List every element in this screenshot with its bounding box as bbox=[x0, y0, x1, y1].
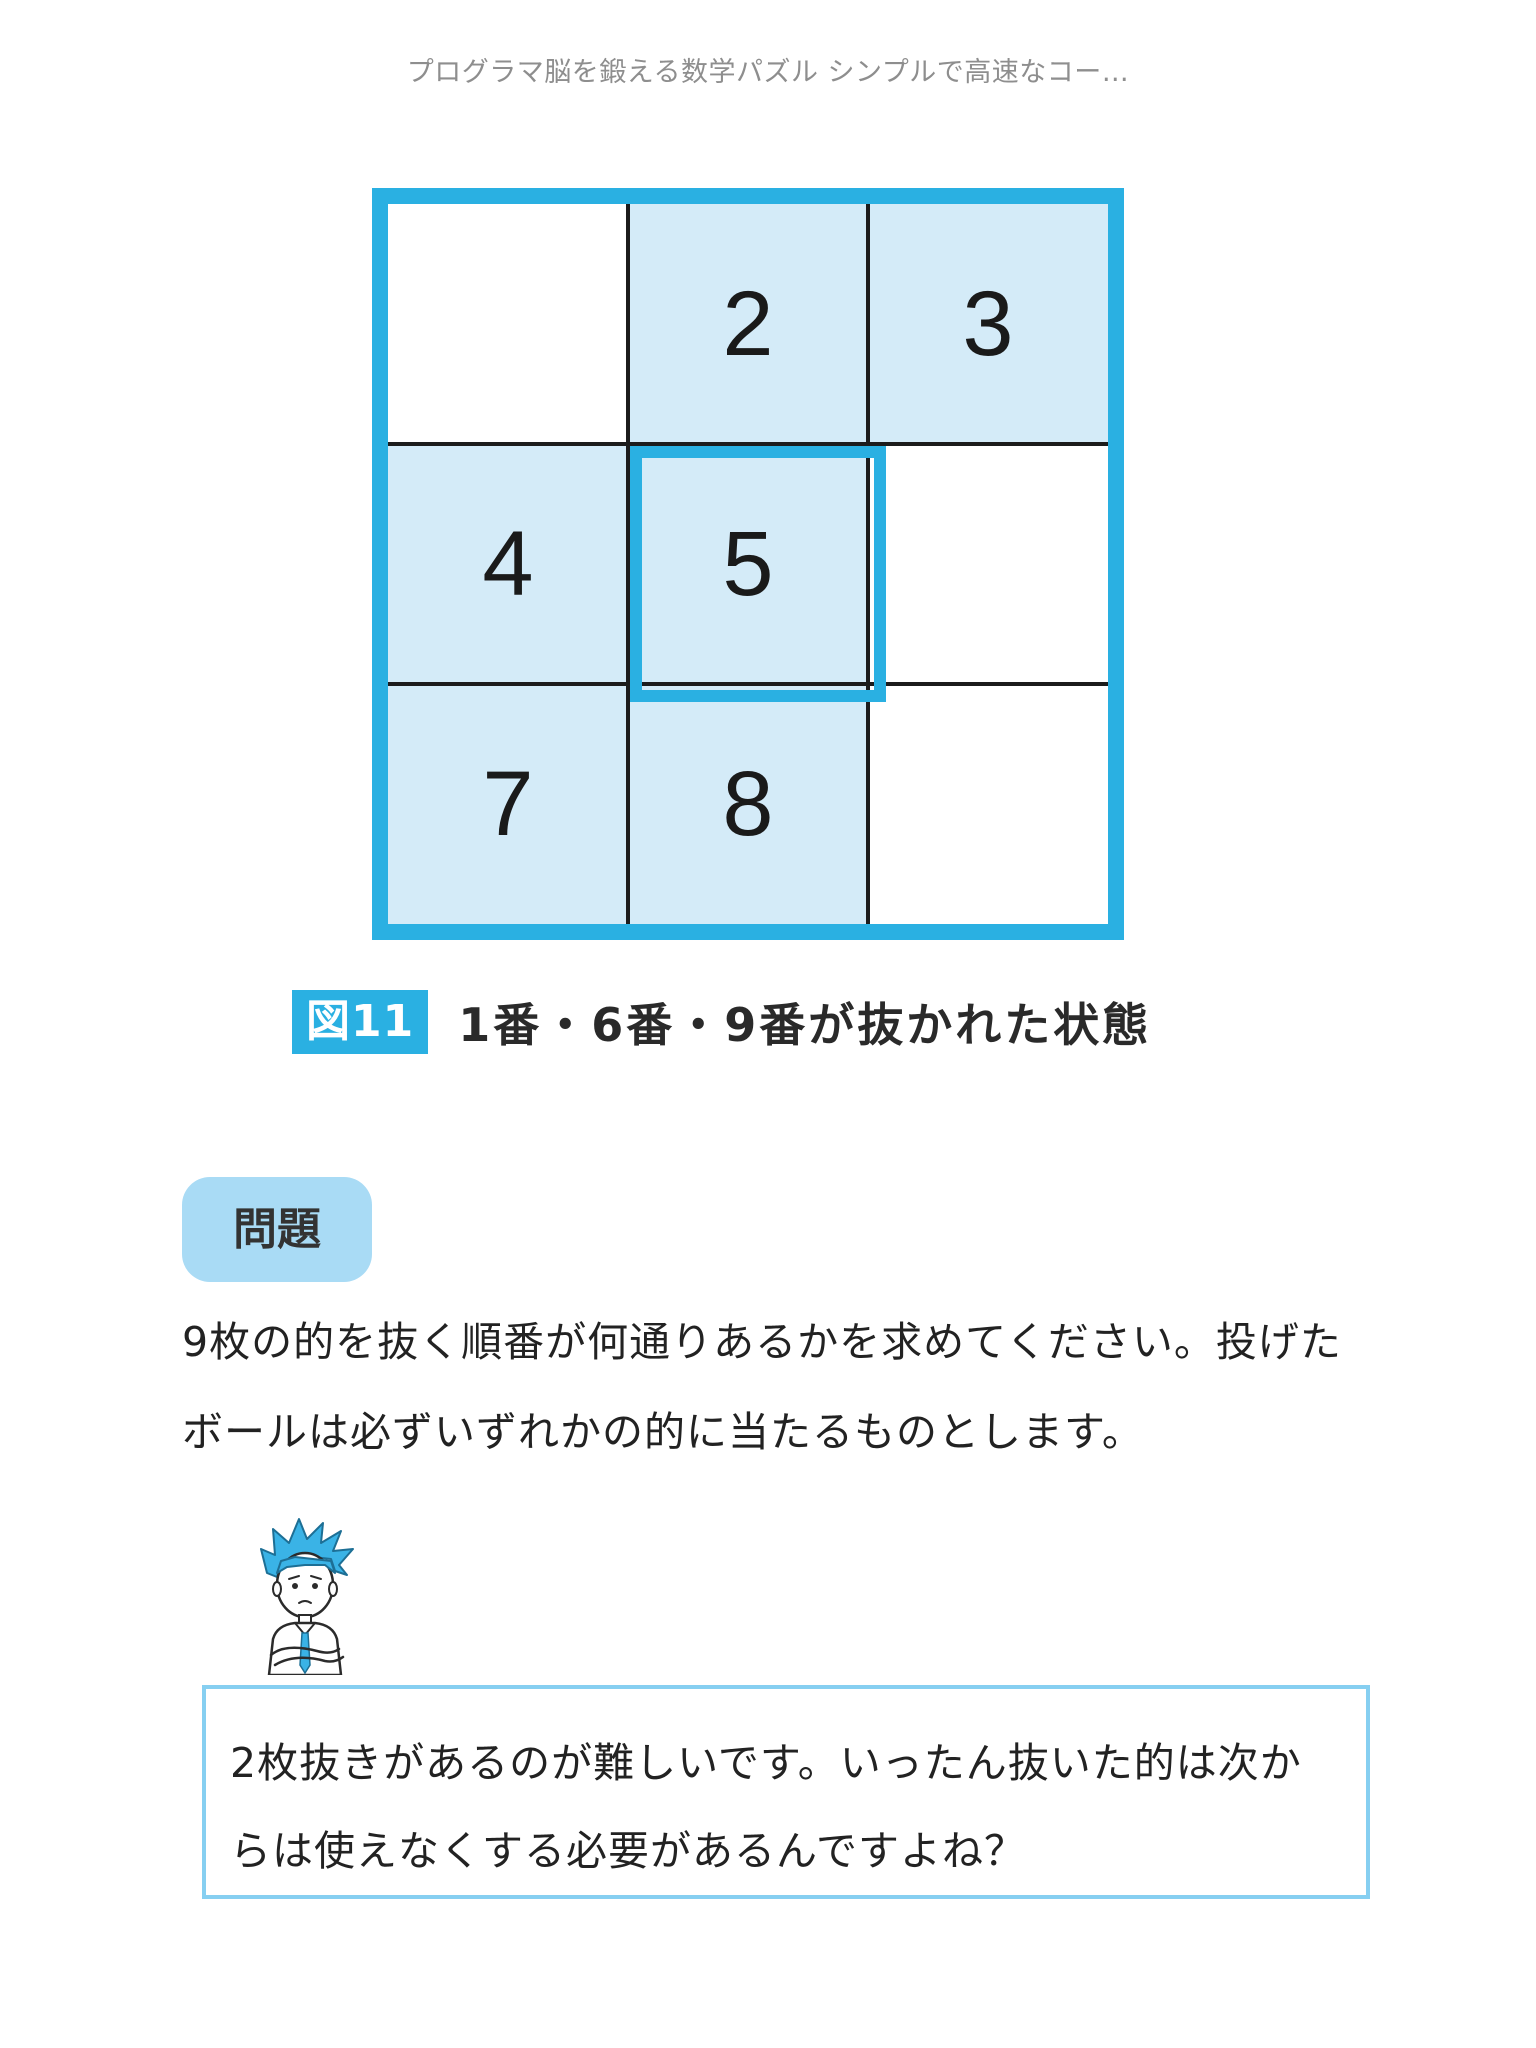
book-title: プログラマ脳を鍛える数学パズル シンプルで高速なコー… bbox=[406, 57, 1130, 88]
grid-line-horizontal bbox=[388, 682, 1108, 686]
grid-line-vertical bbox=[866, 204, 870, 924]
grid-line-horizontal bbox=[388, 442, 1108, 446]
grid-cell-8: 8 bbox=[628, 684, 868, 924]
question-badge: 問題 bbox=[182, 1177, 372, 1282]
grid-cell-9 bbox=[868, 684, 1108, 924]
figure-caption-text: 1番・6番・9番が抜かれた状態 bbox=[458, 998, 1152, 1052]
grid-cell-7: 7 bbox=[388, 684, 628, 924]
speech-text-line-1: 2枚抜きがあるのが難しいです。いったん抜いた的は次か bbox=[230, 1739, 1302, 1787]
grid-line-vertical bbox=[626, 204, 630, 924]
grid-cell-5: 5 bbox=[628, 444, 868, 684]
figure-label: 図11 bbox=[292, 990, 429, 1054]
center-cell-highlight bbox=[630, 446, 886, 702]
grid-cell-6 bbox=[868, 444, 1108, 684]
grid-cell-2: 2 bbox=[628, 204, 868, 444]
grid-cell-4: 4 bbox=[388, 444, 628, 684]
target-grid-figure: 2 3 4 5 7 8 bbox=[372, 188, 1124, 940]
thinking-student-avatar bbox=[255, 1515, 365, 1677]
figure-caption: 図11 1番・6番・9番が抜かれた状態 bbox=[292, 990, 1151, 1054]
grid-cell-1 bbox=[388, 204, 628, 444]
question-text-line-1: 9枚の的を抜く順番が何通りあるかを求めてください。投げた bbox=[182, 1318, 1342, 1366]
student-character-icon bbox=[260, 1518, 354, 1677]
student-speech-box: 2枚抜きがあるのが難しいです。いったん抜いた的は次か らは使えなくする必要がある… bbox=[202, 1685, 1370, 1899]
grid-cell-3: 3 bbox=[868, 204, 1108, 444]
speech-text-line-2: らは使えなくする必要があるんですよね？ bbox=[230, 1827, 1026, 1875]
question-text-line-2: ボールは必ずいずれかの的に当たるものとします。 bbox=[182, 1408, 1144, 1456]
